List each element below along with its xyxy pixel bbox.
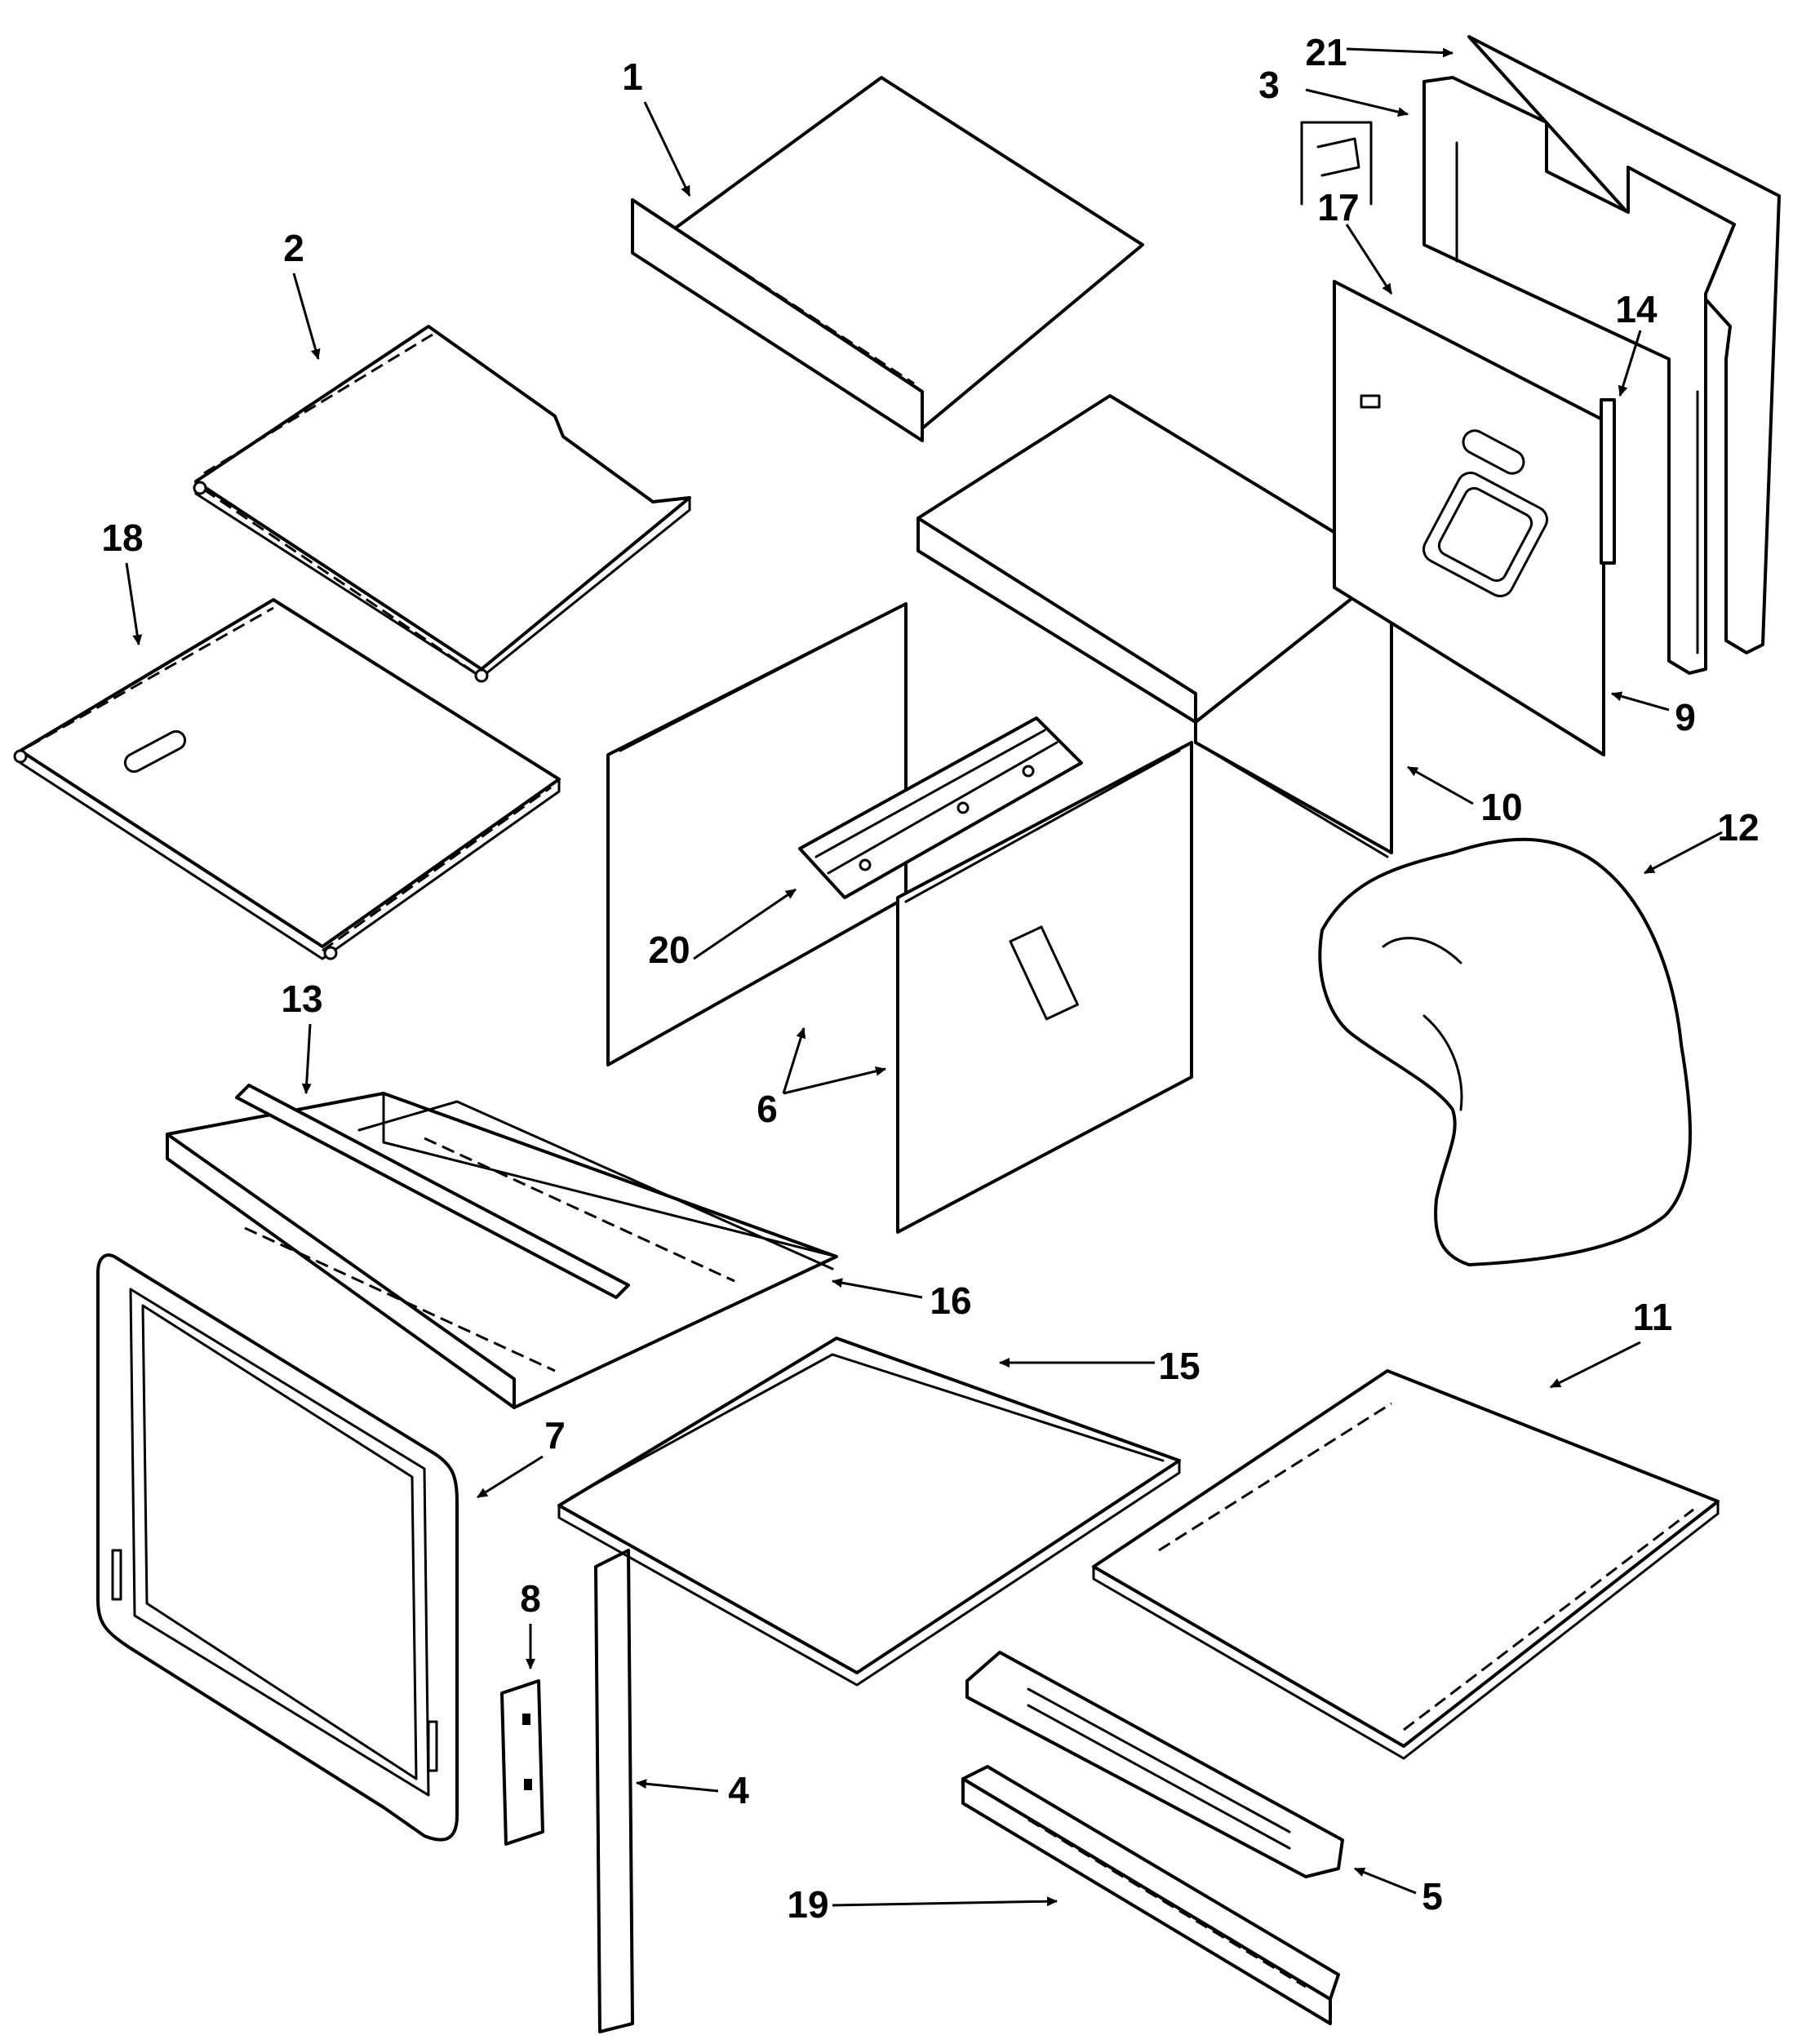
part-7-door-frame [96,1253,459,1842]
callout-21: 21 [1305,31,1347,73]
part-19-vent-strip [961,1765,1340,2025]
callout-14: 14 [1615,288,1658,330]
callout-11: 11 [1633,1296,1673,1338]
callout-19: 19 [787,1883,828,1926]
callout-15: 15 [1158,1345,1200,1387]
callout-labels: 1 2 18 21 3 17 14 9 10 12 20 6 13 16 15 … [101,31,1759,1926]
part-2-tray [193,325,691,683]
callout-18: 18 [101,517,143,559]
callout-1: 1 [622,55,643,98]
part-15-tray [557,1337,1181,1687]
callout-leaders [125,47,1723,1907]
callout-3: 3 [1258,64,1280,106]
callout-10: 10 [1480,786,1522,828]
part-17-inset [1300,121,1373,206]
part-1-top-panel [631,76,1144,442]
callout-4: 4 [728,1769,749,1811]
part-6-side-panel-right [896,741,1193,1234]
part-14-strip [1600,398,1616,565]
part-20-bracket [798,716,1083,899]
callout-16: 16 [930,1279,971,1322]
part-11-floor-tray [1092,1369,1720,1760]
part-9-panel [1333,280,1605,756]
part-5-vent-bracket [965,1651,1344,1878]
part-4-vertical-strip [594,1549,634,2033]
callout-13: 13 [281,978,322,1020]
part-13-rod [235,1084,630,1299]
callout-8: 8 [520,1577,541,1620]
callout-7: 7 [544,1414,566,1457]
part-12-insulation [1318,837,1693,1266]
part-8-hinge [500,1679,544,1846]
part-16-floor-assembly [166,1092,838,1409]
part-3-back-panel [1422,76,1736,675]
callout-20: 20 [648,929,690,971]
part-21-back-panel [1467,35,1781,654]
callout-17: 17 [1317,186,1359,228]
callout-12: 12 [1717,806,1759,849]
callout-2: 2 [283,227,304,269]
callout-6: 6 [757,1088,778,1130]
part-18-tray [13,598,561,960]
callout-9: 9 [1675,696,1696,738]
callout-5: 5 [1422,1875,1443,1918]
